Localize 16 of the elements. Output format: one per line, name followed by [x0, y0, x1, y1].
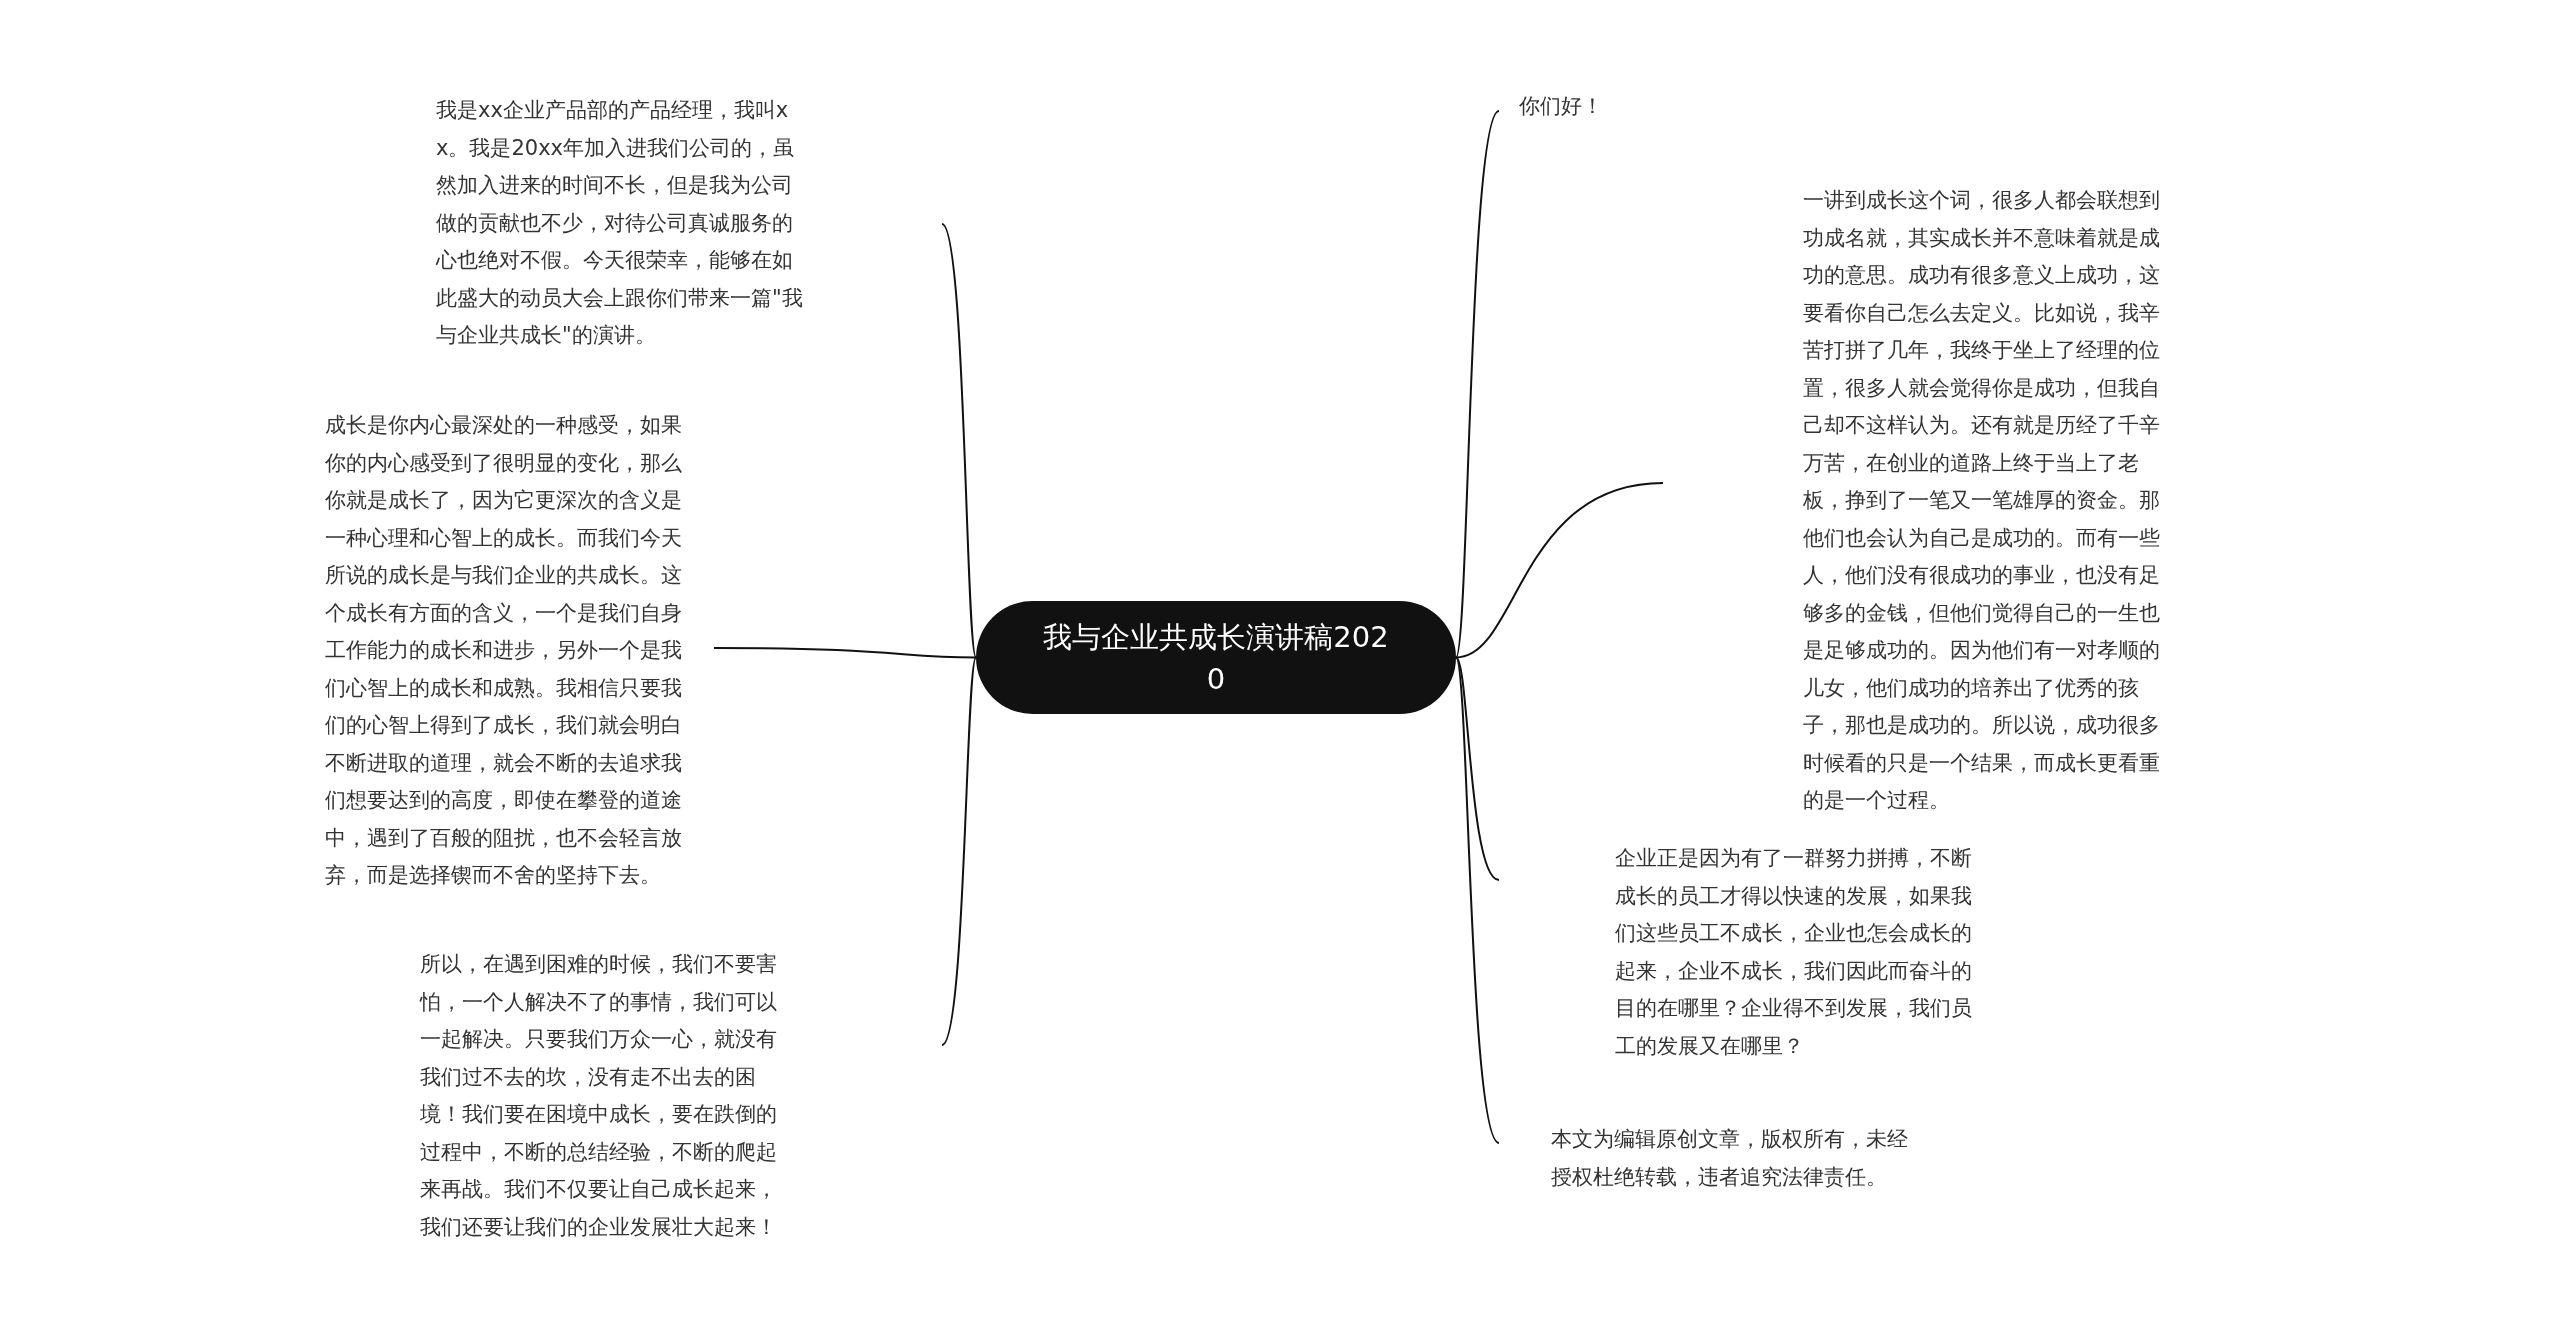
branch-text: 本文为编辑原创文章，版权所有，未经授权杜绝转载，违者追究法律责任。 — [1551, 1126, 1909, 1191]
branch-text: 企业正是因为有了一群努力拼搏，不断成长的员工才得以快速的发展，如果我们这些员工不成长，企业也怎会成长的起来，企业不成长，我们因此而奋斗的目的在哪里？企业得不到发展，我们员工的发展又在哪里？ — [1615, 845, 1973, 1060]
branch-line — [1455, 656, 1500, 1144]
branch-text: 我是xx企业产品部的产品经理，我叫xx。我是20xx年加入进我们公司的，虽然加入进来的时间不长，但是我为公司做的贡献也不少，对待公司真诚服务的心也绝对不假。今天很荣幸，能够在如此盛大的动员大会上跟你们带来一篇"我与企业共成长"的演讲。 — [436, 97, 804, 349]
branch-text: 成长是你内心最深处的一种感受，如果你的内心感受到了很明显的变化，那么你就是成长了，因为它更深次的含义是一种心理和心智上的成长。而我们今天所说的成长是与我们企业的共成长。这个成长有方面的含义，一个是我们自身工作能力的成长和进步，另外一个是我们心智上的成长和成熟。我相信只要我们的心智上得到了成长，我们就会明白不断进取的道理，就会不断的去追求我们想要达到的高度，即使在攀登的道途中，遇到了百般的阻扰，也不会轻言放弃，而是选择锲而不舍的坚持下去。 — [325, 412, 683, 889]
branch-line — [713, 647, 977, 659]
branch-line — [1455, 656, 1500, 881]
branch-line — [1455, 482, 1664, 659]
topic-text: 我与企业共成长演讲稿2020 — [1042, 618, 1390, 698]
branch-line — [941, 223, 977, 659]
branch-text: 你们好！ — [1519, 93, 1604, 120]
central-topic — [976, 601, 1456, 714]
branch-text: 一讲到成长这个词，很多人都会联想到功成名就，其实成长并不意味着就是成功的意思。成功有很多意义上成功，这要看你自己怎么去定义。比如说，我辛苦打拼了几年，我终于坐上了经理的位置，很多人就会觉得你是成功，但我自己却不这样认为。还有就是历经了千辛万苦，在创业的道路上终于当上了老板，挣到了一笔又一笔雄厚的资金。那他们也会认为自己是成功的。而有一些人，他们没有很成功的事业，也没有足够多的金钱，但他们觉得自己的一生也是足够成功的。因为他们有一对孝顺的儿女，他们成功的培养出了优秀的孩子，那也是成功的。所以说，成功很多时候看的只是一个结果，而成长更看重的是一个过程。 — [1803, 187, 2161, 814]
branch-line — [941, 656, 977, 1046]
branch-text: 所以，在遇到困难的时候，我们不要害怕，一个人解决不了的事情，我们可以一起解决。只要我们万众一心，就没有我们过不去的坎，没有走不出去的困境！我们要在困境中成长，要在跌倒的过程中，不断的总结经验，不断的爬起来再战。我们不仅要让自己成长起来，我们还要让我们的企业发展壮大起来！ — [420, 951, 778, 1241]
branch-line — [1455, 110, 1500, 659]
